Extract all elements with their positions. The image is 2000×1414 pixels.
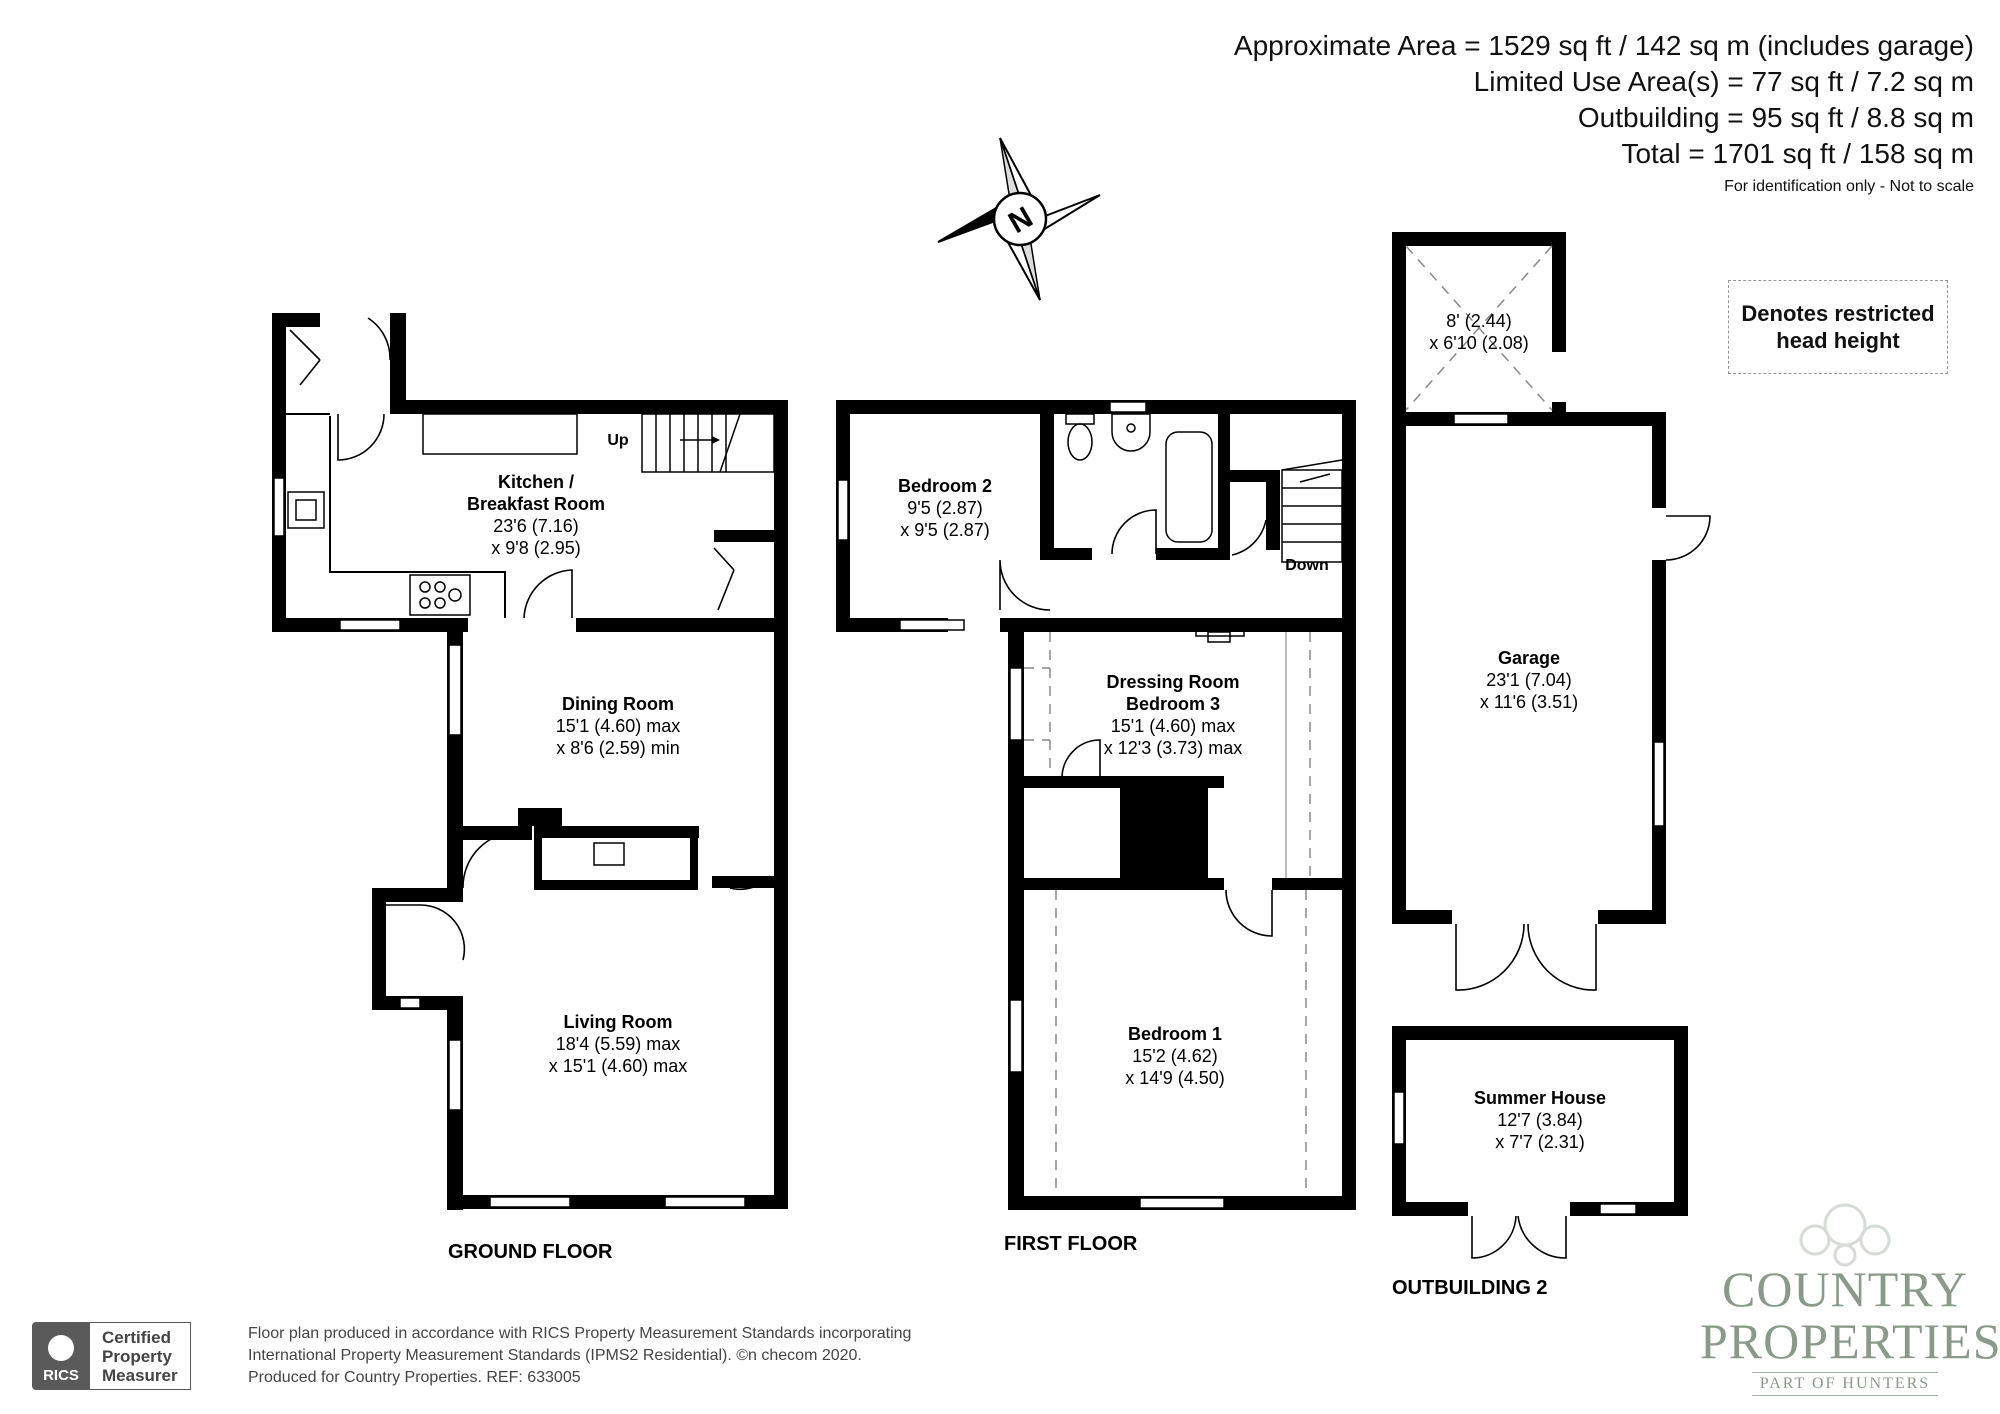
bedroom2-name: Bedroom 2 [898, 476, 992, 496]
store-dim-1: 8' (2.44) [1446, 311, 1511, 331]
footer-line-1: Floor plan produced in accordance with R… [248, 1325, 912, 1342]
kitchen-name-1: Kitchen / [498, 472, 574, 492]
dressing-name-2: Bedroom 3 [1126, 694, 1220, 714]
ground-floor-label: GROUND FLOOR [448, 1241, 613, 1263]
ground-floor-plan: Kitchen / Breakfast Room 23'6 (7.16) x 9… [272, 313, 788, 1263]
rics-line-1: Certified [102, 1327, 171, 1347]
bedroom2-dim-2: x 9'5 (2.87) [900, 520, 989, 540]
garage-plan: 8' (2.44) x 6'10 (2.08) Garage 23'1 (7.0… [1392, 232, 1711, 991]
limited-use-text: Limited Use Area(s) = 77 sq ft / 7.2 sq … [1473, 66, 1974, 97]
footer-line-3: Produced for Country Properties. REF: 63… [248, 1369, 581, 1386]
identification-note: For identification only - Not to scale [1724, 178, 1974, 195]
garage-name: Garage [1498, 648, 1560, 668]
restricted-height-legend: Denotes restricted head height [1728, 280, 1948, 374]
kitchen-dim-1: 23'6 (7.16) [493, 516, 579, 536]
dressing-dim-2: x 12'3 (3.73) max [1104, 738, 1243, 758]
compass-rose-icon: N [937, 137, 1101, 301]
rics-certified-text: Certified Property Measurer [90, 1322, 191, 1390]
rics-line-3: Measurer [102, 1365, 178, 1385]
rics-logo-text: RICS [43, 1367, 79, 1384]
bedroom1-dim-2: x 14'9 (4.50) [1125, 1068, 1225, 1088]
approx-area-text: Approximate Area = 1529 sq ft / 142 sq m… [1233, 30, 1974, 61]
summer-house-dim-1: 12'7 (3.84) [1497, 1110, 1583, 1130]
kitchen-name-2: Breakfast Room [467, 494, 605, 514]
dining-dim-1: 15'1 (4.60) max [556, 716, 681, 736]
country-properties-brand: COUNTRY PROPERTIES PART OF HUNTERS [1700, 1261, 2000, 1396]
garage-dim-1: 23'1 (7.04) [1486, 670, 1572, 690]
brand-line-2: PROPERTIES [1700, 1313, 2000, 1369]
living-dim-1: 18'4 (5.59) max [556, 1034, 681, 1054]
legend-line-1: Denotes restricted [1741, 301, 1935, 326]
outbuilding-area-text: Outbuilding = 95 sq ft / 8.8 sq m [1577, 102, 1974, 133]
living-dim-2: x 15'1 (4.60) max [549, 1056, 688, 1076]
legend-line-2: head height [1776, 328, 1900, 353]
stairs-down-label: Down [1285, 557, 1329, 574]
footer-line-2: International Property Measurement Stand… [248, 1347, 862, 1364]
footer-notes: Floor plan produced in accordance with R… [248, 1323, 1008, 1389]
dining-name: Dining Room [562, 694, 674, 714]
area-summary: Approximate Area = 1529 sq ft / 142 sq m… [1234, 28, 1974, 196]
bedroom1-name: Bedroom 1 [1128, 1024, 1222, 1044]
dining-dim-2: x 8'6 (2.59) min [556, 738, 680, 758]
garage-dim-2: x 11'6 (3.51) [1480, 692, 1578, 712]
kitchen-dim-2: x 9'8 (2.95) [491, 538, 580, 558]
brand-line-1: COUNTRY [1722, 1261, 1968, 1317]
stairs-up-label: Up [607, 432, 629, 449]
rics-certified-badge: RICS Certified Property Measurer [32, 1322, 191, 1390]
summer-house-name: Summer House [1474, 1088, 1606, 1108]
rics-logo: RICS [32, 1322, 90, 1390]
rics-lion-icon [48, 1335, 74, 1361]
dressing-name-1: Dressing Room [1106, 672, 1239, 692]
bedroom1-dim-1: 15'2 (4.62) [1132, 1046, 1218, 1066]
summer-house-plan: Summer House 12'7 (3.84) x 7'7 (2.31) OU… [1392, 1026, 1688, 1299]
store-dim-2: x 6'10 (2.08) [1429, 333, 1529, 353]
dressing-dim-1: 15'1 (4.60) max [1111, 716, 1236, 736]
outbuilding2-label: OUTBUILDING 2 [1392, 1277, 1548, 1299]
bedroom2-dim-1: 9'5 (2.87) [907, 498, 982, 518]
rics-line-2: Property [102, 1346, 172, 1366]
first-floor-plan: Bedroom 2 9'5 (2.87) x 9'5 (2.87) Down D… [836, 400, 1356, 1255]
brand-line-3: PART OF HUNTERS [1751, 1372, 1939, 1396]
total-area-text: Total = 1701 sq ft / 158 sq m [1621, 138, 1974, 169]
first-floor-label: FIRST FLOOR [1004, 1233, 1138, 1255]
summer-house-dim-2: x 7'7 (2.31) [1495, 1132, 1584, 1152]
living-name: Living Room [564, 1012, 673, 1032]
brand-logo-icon [1799, 1203, 1891, 1267]
